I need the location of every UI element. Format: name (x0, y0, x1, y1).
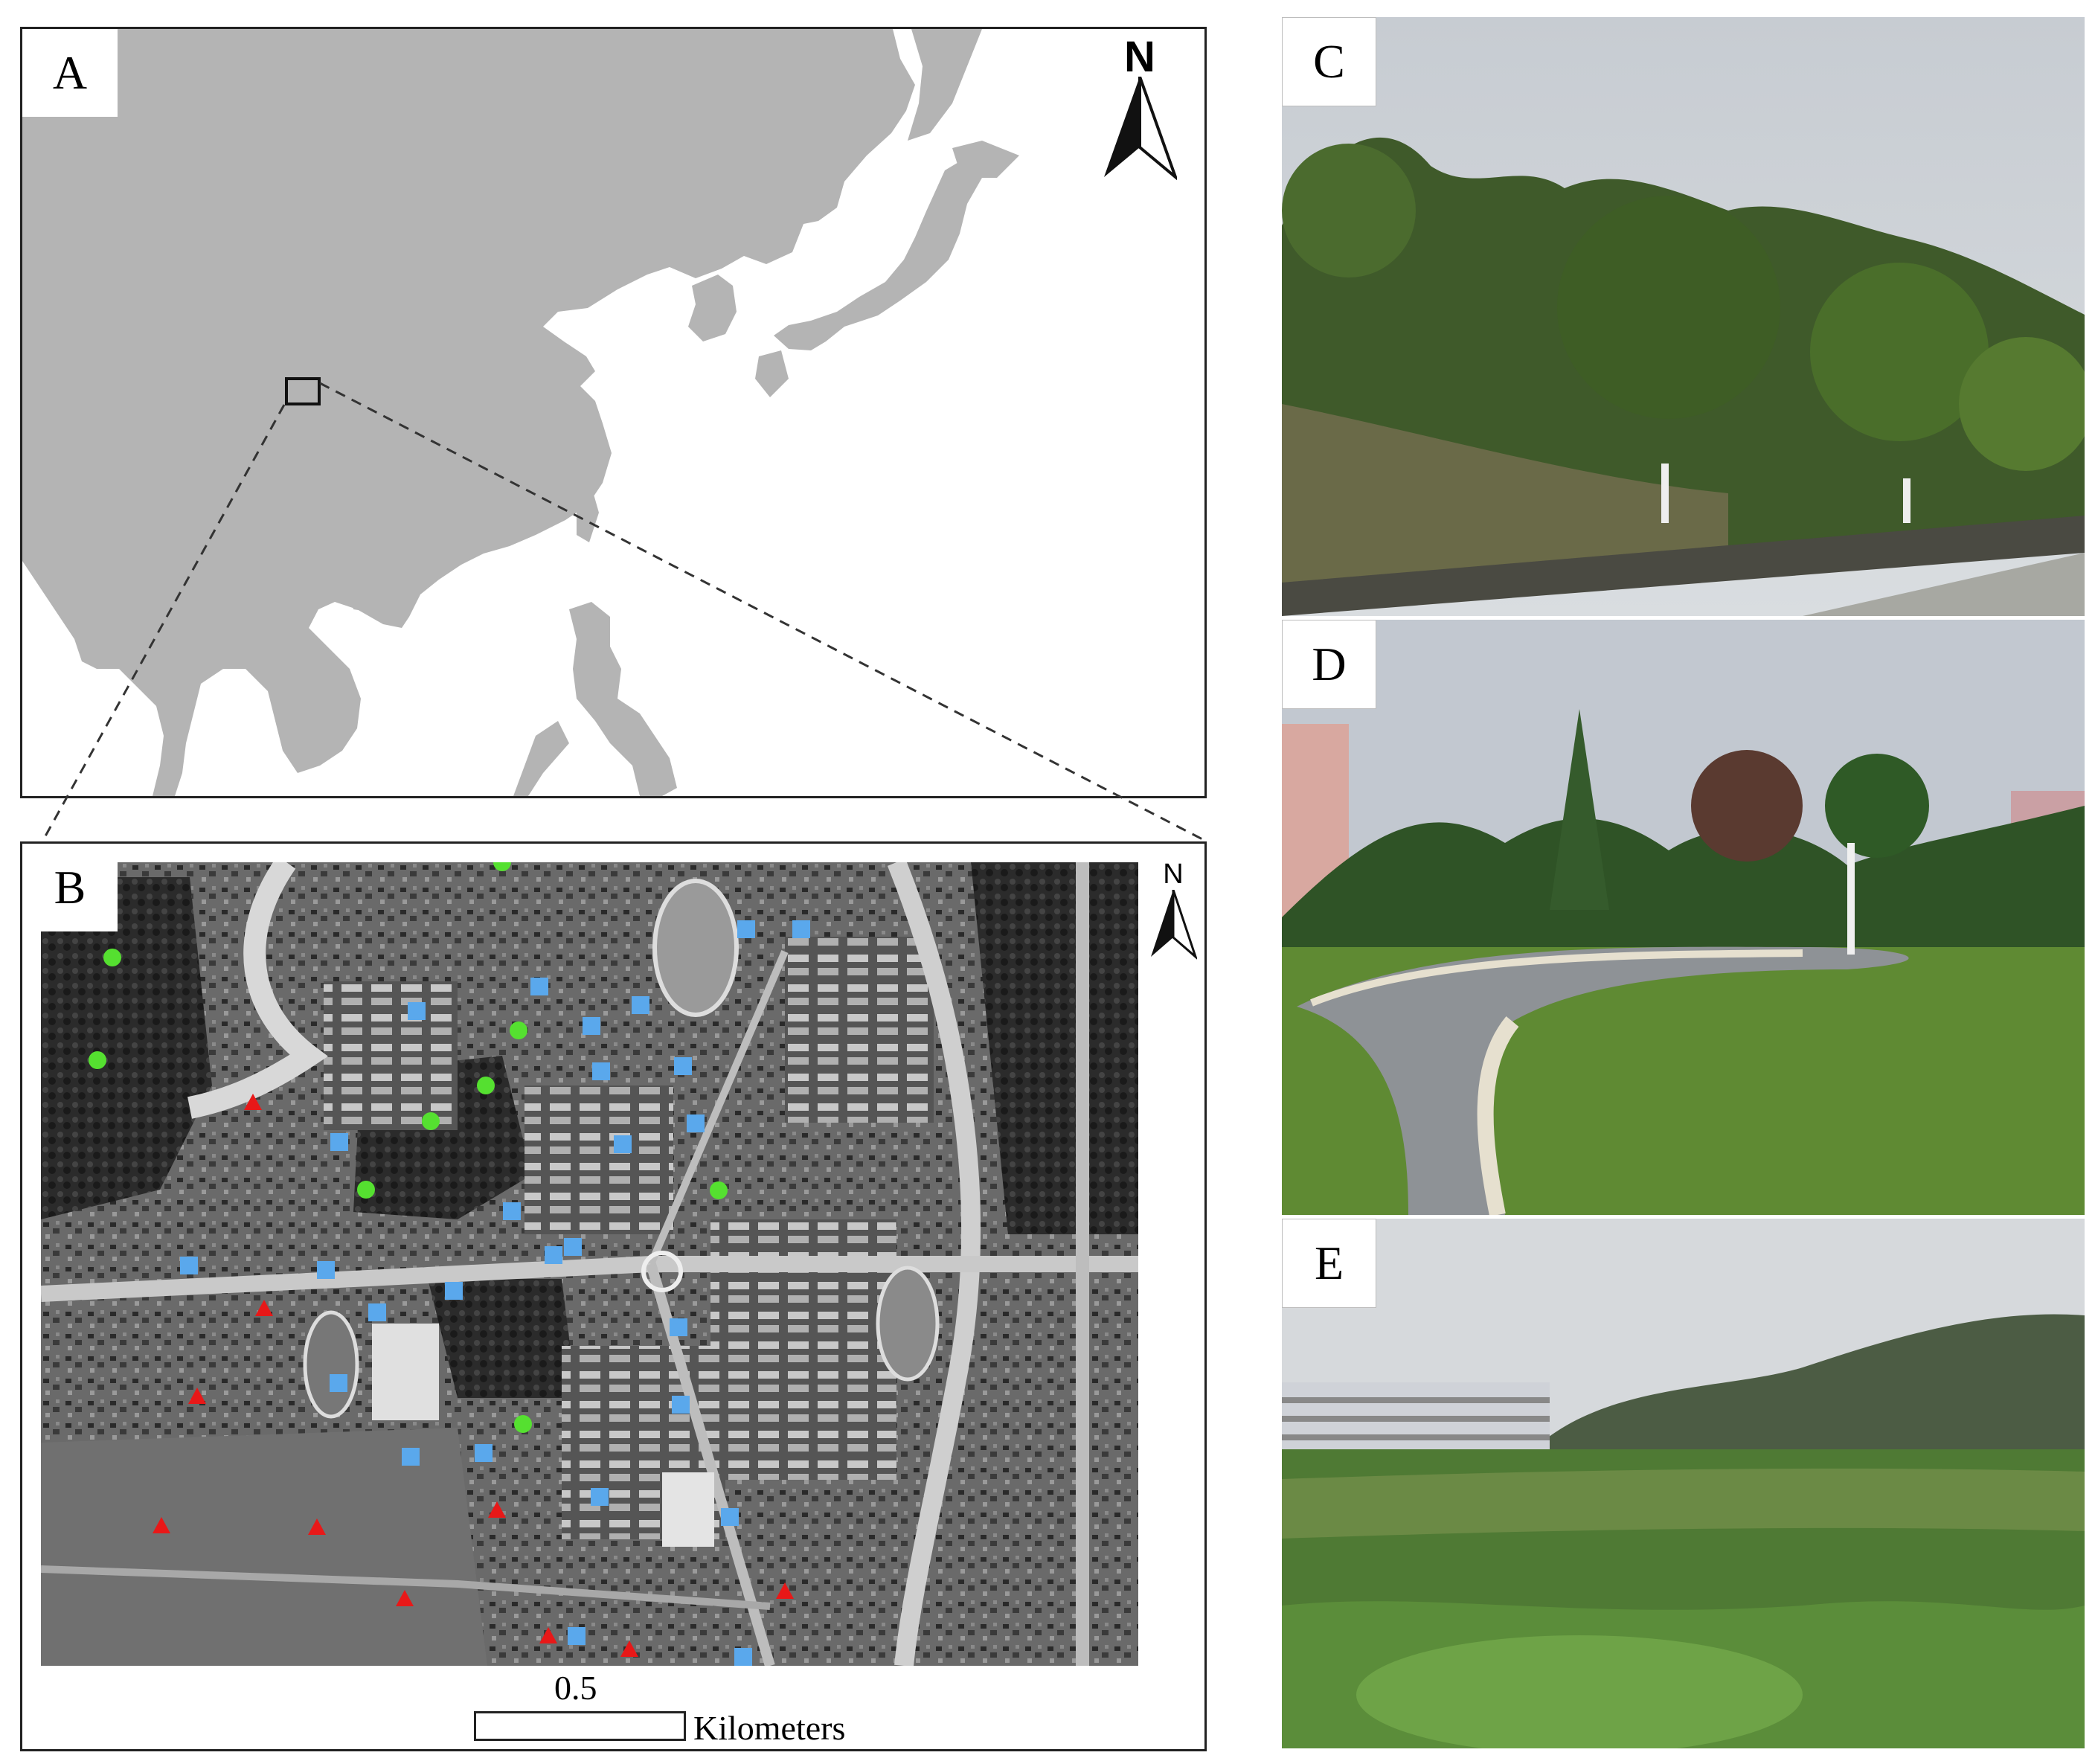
green-circle-marker (514, 1415, 532, 1433)
hokkaido-island (952, 141, 1019, 178)
red-triangle-marker (539, 1627, 557, 1643)
panel-letter-e: E (1282, 1219, 1376, 1308)
north-arrow-b: N (1149, 859, 1197, 963)
blue-square-marker (591, 1488, 609, 1506)
blue-square-marker (317, 1261, 335, 1279)
red-triangle-marker (244, 1094, 262, 1110)
blue-square-marker (530, 978, 548, 995)
blue-square-marker (674, 1057, 692, 1075)
photo-c-image (1282, 17, 2085, 616)
blue-square-marker (737, 920, 755, 938)
green-circle-marker (89, 1051, 106, 1069)
red-triangle-marker (776, 1582, 794, 1599)
blue-square-marker (792, 920, 810, 938)
red-triangle-marker (620, 1640, 638, 1657)
blue-square-marker (670, 1318, 687, 1336)
green-circle-marker (510, 1021, 527, 1039)
red-triangle-marker (153, 1517, 170, 1533)
north-arrow-a: N (1103, 32, 1177, 188)
philippines-islands (569, 602, 677, 796)
blue-square-marker (330, 1374, 347, 1392)
korean-peninsula (688, 275, 737, 341)
red-triangle-marker (488, 1501, 506, 1518)
panel-letter-d: D (1282, 620, 1376, 709)
blue-square-marker (408, 1002, 426, 1020)
photo-e-farmland: E (1282, 1219, 2085, 1748)
blue-square-marker (564, 1238, 582, 1256)
green-circle-marker (422, 1112, 440, 1130)
study-area-box (285, 377, 321, 405)
japan-islands (774, 159, 982, 350)
blue-square-marker (614, 1135, 632, 1153)
panel-letter-a: A (22, 29, 118, 117)
panel-letter-c: C (1282, 17, 1376, 106)
blue-square-marker (721, 1508, 739, 1526)
taiwan-island (577, 487, 599, 542)
green-circle-marker (357, 1181, 375, 1199)
east-asia-map (22, 29, 1019, 796)
north-label-a: N (1124, 33, 1155, 81)
photo-e-image (1282, 1219, 2085, 1748)
photo-d-image (1282, 620, 2085, 1215)
panel-b-satellite-map: B (20, 841, 1207, 1751)
blue-square-marker (568, 1627, 585, 1645)
red-triangle-marker (255, 1300, 273, 1316)
blue-square-marker (402, 1448, 420, 1466)
blue-square-marker (180, 1257, 198, 1274)
blue-square-marker (583, 1017, 600, 1035)
sampling-markers-layer (89, 862, 810, 1666)
scale-unit-label: Kilometers (693, 1709, 846, 1747)
photo-d-campus-garden: D (1282, 620, 2085, 1215)
blue-square-marker (687, 1114, 705, 1132)
mainland-asia-landmass (22, 29, 915, 796)
green-circle-marker (103, 949, 121, 966)
northern-landmass-right (908, 29, 982, 141)
blue-square-marker (672, 1396, 690, 1414)
north-arrow-b-icon (1151, 890, 1197, 960)
blue-square-marker (734, 1648, 752, 1666)
blue-square-marker (330, 1133, 348, 1151)
panel-a-regional-map: A N (20, 27, 1207, 798)
north-label-b: N (1163, 859, 1184, 890)
red-triangle-marker (188, 1388, 206, 1404)
scale-value-label: 0.5 (554, 1669, 597, 1707)
blue-square-marker (592, 1062, 610, 1080)
green-circle-marker (477, 1077, 495, 1094)
blue-square-marker (503, 1202, 521, 1220)
satellite-image-graphic (41, 862, 1138, 1666)
north-arrow-a-icon (1104, 77, 1177, 181)
red-triangle-marker (396, 1590, 414, 1606)
panel-letter-b: B (22, 844, 118, 931)
scale-bar (474, 1711, 686, 1741)
red-triangle-marker (308, 1518, 326, 1535)
blue-square-marker (545, 1246, 562, 1264)
blue-square-marker (445, 1282, 463, 1300)
blue-square-marker (632, 996, 649, 1014)
blue-square-marker (475, 1444, 493, 1462)
kyushu-island (755, 350, 789, 397)
satellite-image (41, 862, 1138, 1666)
green-circle-marker (493, 862, 511, 871)
green-circle-marker (710, 1181, 728, 1199)
blue-square-marker (368, 1303, 386, 1321)
photo-c-forest-slope: C (1282, 17, 2085, 616)
